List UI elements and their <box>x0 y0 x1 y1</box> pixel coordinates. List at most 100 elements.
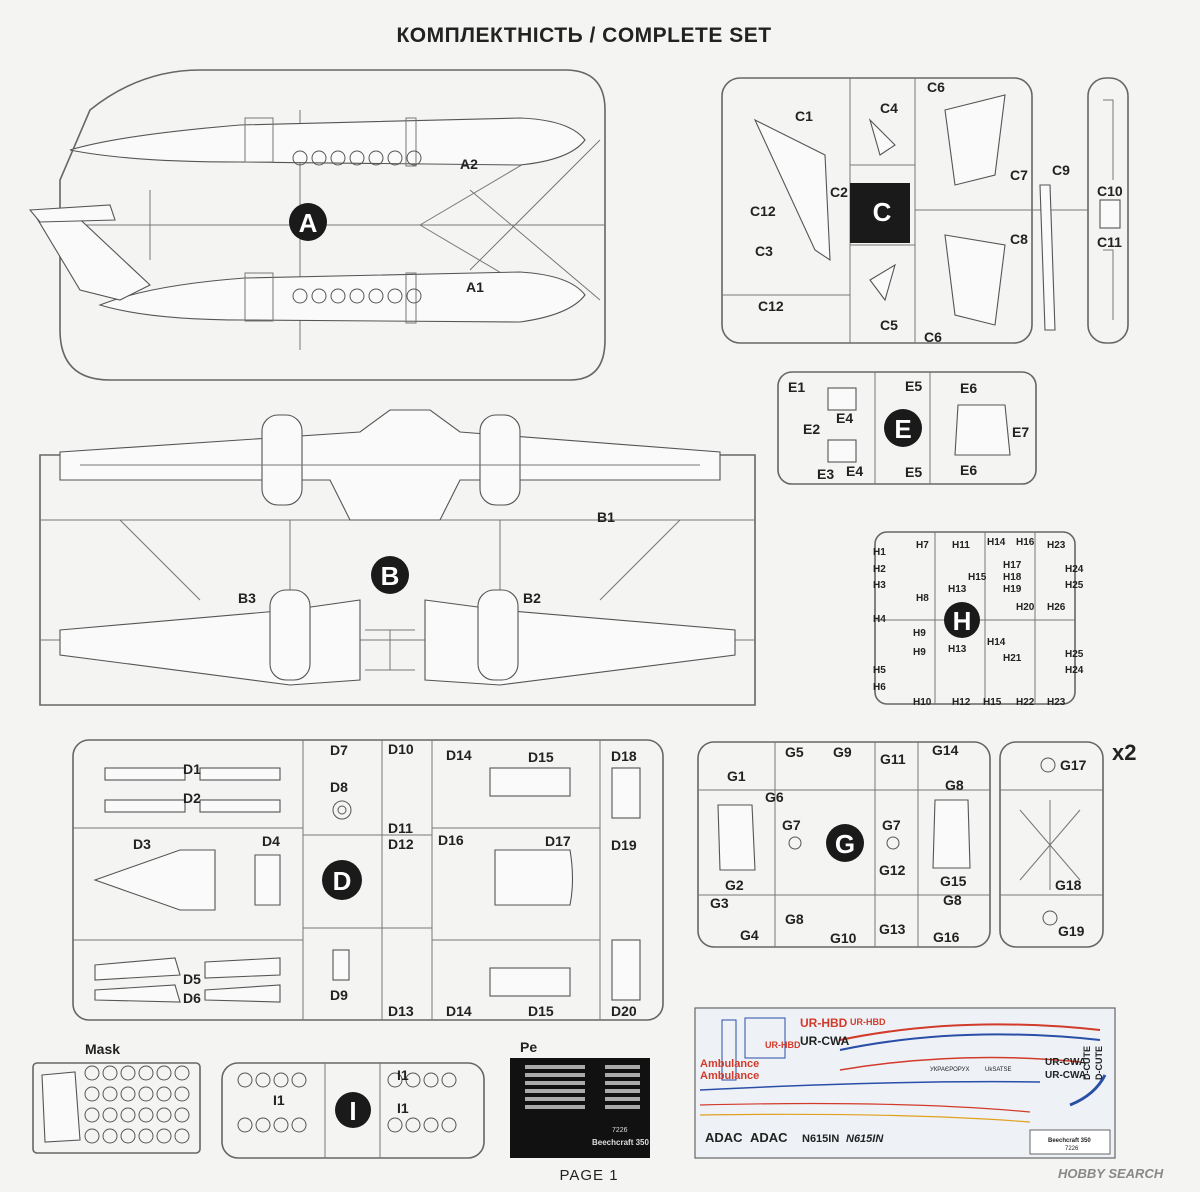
mask-circle <box>174 1128 190 1144</box>
mask-circle <box>102 1128 118 1144</box>
i-part-hole <box>441 1117 457 1133</box>
pe-part <box>605 1073 640 1077</box>
part-label-h: H7 <box>916 540 929 551</box>
part-label-g: G8 <box>785 911 804 927</box>
part-label-g: G15 <box>940 873 967 889</box>
part-label-e6-top: E6 <box>960 380 977 396</box>
window-hole <box>387 288 403 304</box>
i-part-hole <box>441 1072 457 1088</box>
pe-part <box>605 1105 640 1109</box>
part-label-e1: E1 <box>788 379 805 395</box>
part-label-i1-left: I1 <box>273 1092 285 1108</box>
i-part-hole <box>273 1117 289 1133</box>
i-part-hole <box>291 1117 307 1133</box>
mask-circle <box>84 1128 100 1144</box>
part-label-c6-top: C6 <box>927 79 945 95</box>
mask-circle <box>120 1065 136 1081</box>
part-label-c11: C11 <box>1097 234 1122 250</box>
watermark: HOBBY SEARCH <box>1058 1166 1164 1181</box>
window-hole <box>387 150 403 166</box>
window-hole <box>330 150 346 166</box>
window-hole <box>368 150 384 166</box>
part-label-a2: A2 <box>460 156 478 172</box>
mask-circle <box>120 1107 136 1123</box>
part-label-d: D1 <box>183 761 201 777</box>
decal-reg-4: UR-CWA <box>800 1034 850 1048</box>
decal-ambulance-1: Ambulance <box>700 1058 759 1070</box>
mask-circle <box>138 1107 154 1123</box>
part-label-h: H24 <box>1065 564 1084 575</box>
part-label-d: D10 <box>388 741 414 757</box>
i-part-hole <box>423 1117 439 1133</box>
decal-reg-1: UR-HBD <box>800 1016 848 1030</box>
part-label-h: H14 <box>987 637 1006 648</box>
decal-reg-8: D-CUTE <box>1094 1046 1104 1080</box>
part-label-c9: C9 <box>1052 162 1070 178</box>
decal-ambulance-2: Ambulance <box>700 1070 759 1082</box>
sprue-a: A A2 A1 <box>28 69 606 381</box>
part-label-h: H15 <box>968 572 987 583</box>
i-part-hole <box>423 1072 439 1088</box>
sprue-e-letter: E <box>894 414 911 444</box>
part-label-h: H4 <box>873 614 886 625</box>
mask-circle <box>156 1128 172 1144</box>
part-label-h: H12 <box>952 697 971 708</box>
mask-circle <box>156 1065 172 1081</box>
part-label-d: D19 <box>611 837 637 853</box>
part-label-d: D15 <box>528 1003 554 1019</box>
part-label-h: H25 <box>1065 580 1084 591</box>
part-label-g: G1 <box>727 768 746 784</box>
i-part-hole <box>387 1072 403 1088</box>
part-label-g: G16 <box>933 929 960 945</box>
part-label-e4-top: E4 <box>836 410 853 426</box>
part-label-b2: B2 <box>523 590 541 606</box>
part-label-d: D13 <box>388 1003 414 1019</box>
part-label-h: H10 <box>913 697 932 708</box>
part-label-h: H6 <box>873 682 886 693</box>
decal-code-text: 7226 <box>1065 1146 1079 1152</box>
part-label-b3: B3 <box>238 590 256 606</box>
part-label-c7: C7 <box>1010 167 1028 183</box>
part-label-g: G4 <box>740 927 759 943</box>
mask-circle <box>102 1065 118 1081</box>
part-label-d: D17 <box>545 833 571 849</box>
mask-circle <box>84 1065 100 1081</box>
part-label-h: H25 <box>1065 649 1084 660</box>
sprue-b-letter: B <box>381 561 400 591</box>
mask-circle <box>174 1107 190 1123</box>
part-label-g: G18 <box>1055 877 1082 893</box>
part-label-e2: E2 <box>803 421 820 437</box>
mask-circle <box>138 1086 154 1102</box>
window-hole <box>349 288 365 304</box>
mask-circle <box>102 1086 118 1102</box>
part-label-g: G14 <box>932 742 959 758</box>
pe-part <box>525 1065 585 1069</box>
part-label-e4-bottom: E4 <box>846 463 863 479</box>
page-footer: PAGE 1 <box>559 1167 619 1184</box>
part-label-g: G7 <box>882 817 901 833</box>
part-label-h: H9 <box>913 628 926 639</box>
part-label-d: D9 <box>330 987 348 1003</box>
pe-code-text: 7226 <box>612 1127 628 1134</box>
page-title: КОМПЛЕКТНІСТЬ / COMPLETE SET <box>396 24 772 47</box>
part-label-g: G12 <box>879 862 906 878</box>
decal-reg-5: UR-CWA <box>1045 1057 1086 1068</box>
sprue-c: C C1 C2 C3 C4 C5 C6 C6 C7 C8 C9 C10 C11 … <box>721 77 1129 345</box>
i-part-hole <box>237 1072 253 1088</box>
part-label-d: D15 <box>528 749 554 765</box>
sprue-b: B B1 B2 B3 <box>39 409 756 706</box>
i-part-hole <box>291 1072 307 1088</box>
mask-circle <box>120 1128 136 1144</box>
part-label-h: H17 <box>1003 560 1022 571</box>
sprue-g-multiplier: x2 <box>1112 740 1136 765</box>
part-label-c8: C8 <box>1010 231 1028 247</box>
mask-circle <box>156 1086 172 1102</box>
part-label-g: G10 <box>830 930 857 946</box>
part-label-a1: A1 <box>466 279 484 295</box>
i-part-hole <box>237 1117 253 1133</box>
part-label-c12-bottom: C12 <box>758 298 784 314</box>
